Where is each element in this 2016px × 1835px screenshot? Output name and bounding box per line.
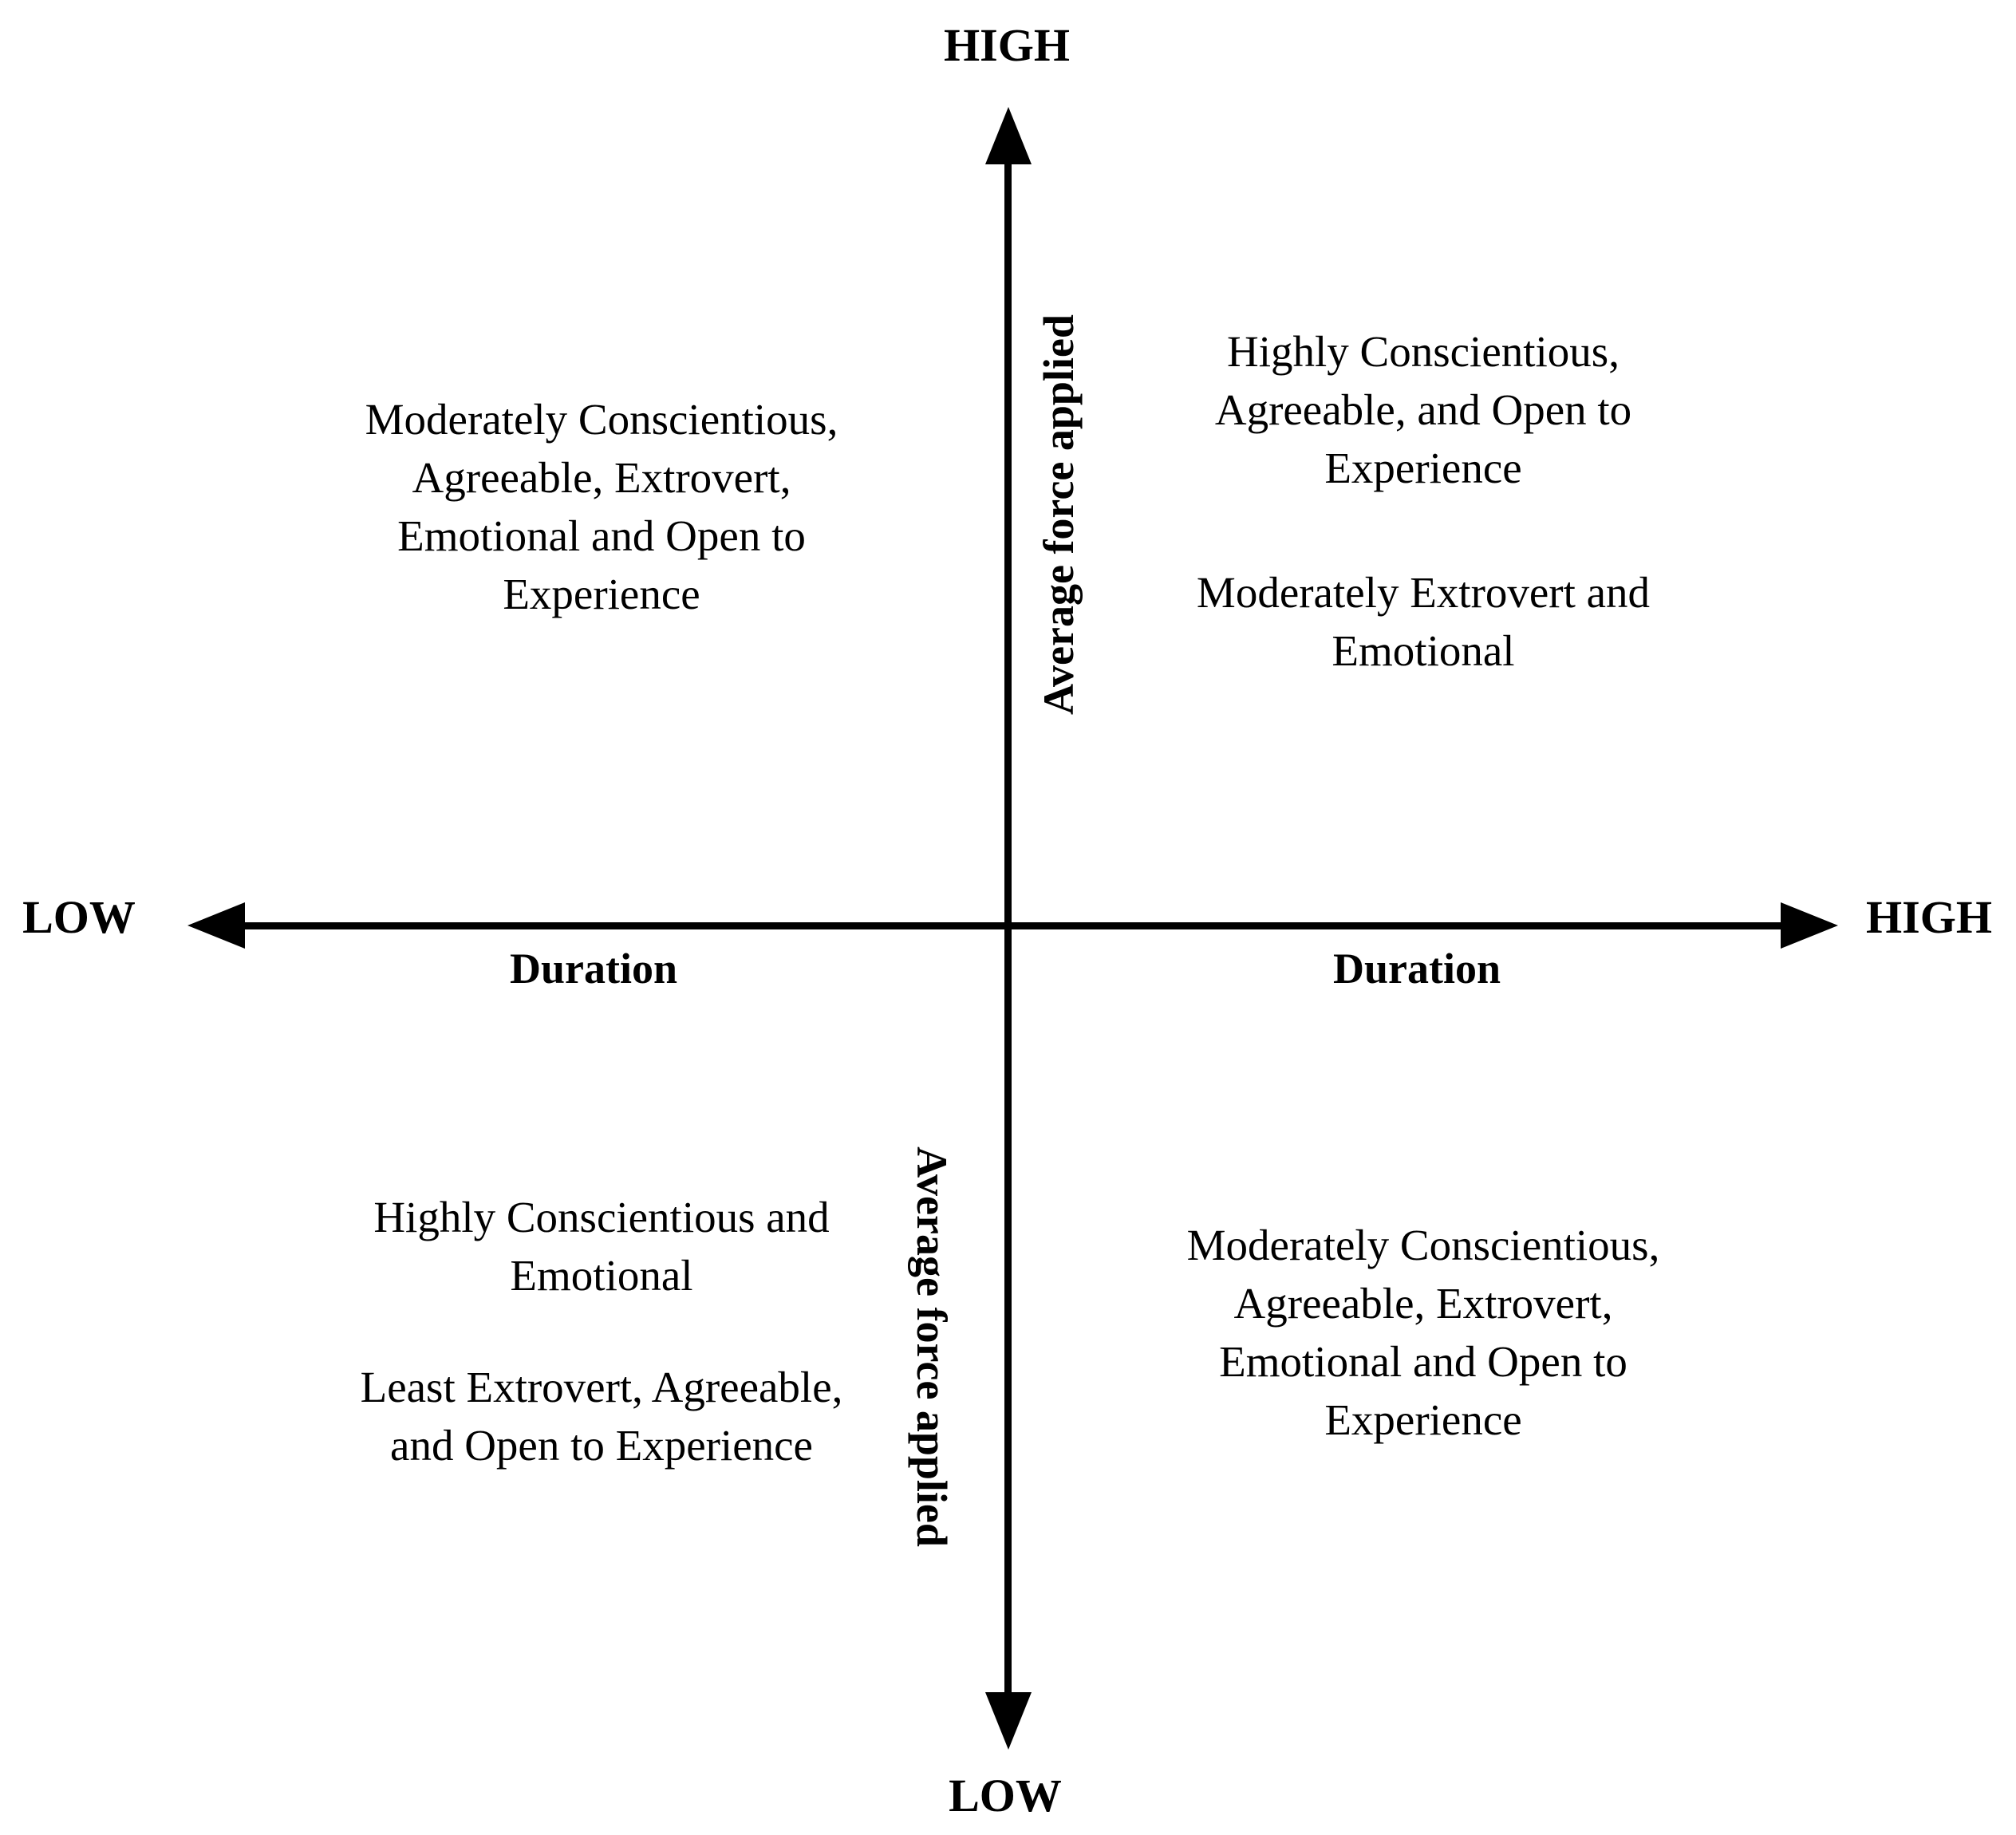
vertical-axis-title-lower: Average force applied	[908, 1146, 956, 1547]
arrow-left-icon	[187, 902, 245, 949]
vertical-axis-high-label: HIGH	[944, 19, 1070, 71]
quadrant-top-right-paragraph-1: Highly Conscientious, Agreeable, and Ope…	[1214, 327, 1632, 492]
arrow-down-icon	[985, 1692, 1032, 1750]
quadrant-bottom-right-text: Moderately Conscientious, Agreeable, Ext…	[1186, 1221, 1660, 1444]
quadrant-bottom-left-paragraph-1: Highly Conscientious and Emotional	[373, 1193, 830, 1300]
vertical-axis-title-upper: Average force applied	[1035, 314, 1083, 715]
horizontal-axis-title-left: Duration	[509, 945, 678, 992]
horizontal-axis-title-right: Duration	[1332, 945, 1501, 992]
quadrant-top-right-paragraph-2: Moderately Extrovert and Emotional	[1196, 568, 1651, 675]
quadrant-bottom-left-paragraph-2: Least Extrovert, Agreeable, and Open to …	[360, 1363, 843, 1470]
horizontal-axis-line	[235, 922, 1789, 929]
arrow-up-icon	[985, 107, 1032, 164]
vertical-axis-low-label: LOW	[949, 1770, 1062, 1821]
arrow-right-icon	[1781, 902, 1838, 949]
horizontal-axis-low-label: LOW	[22, 891, 136, 943]
horizontal-axis-high-label: HIGH	[1866, 891, 1992, 943]
quadrant-top-left-text: Moderately Conscientious, Agreeable, Ext…	[365, 395, 838, 618]
